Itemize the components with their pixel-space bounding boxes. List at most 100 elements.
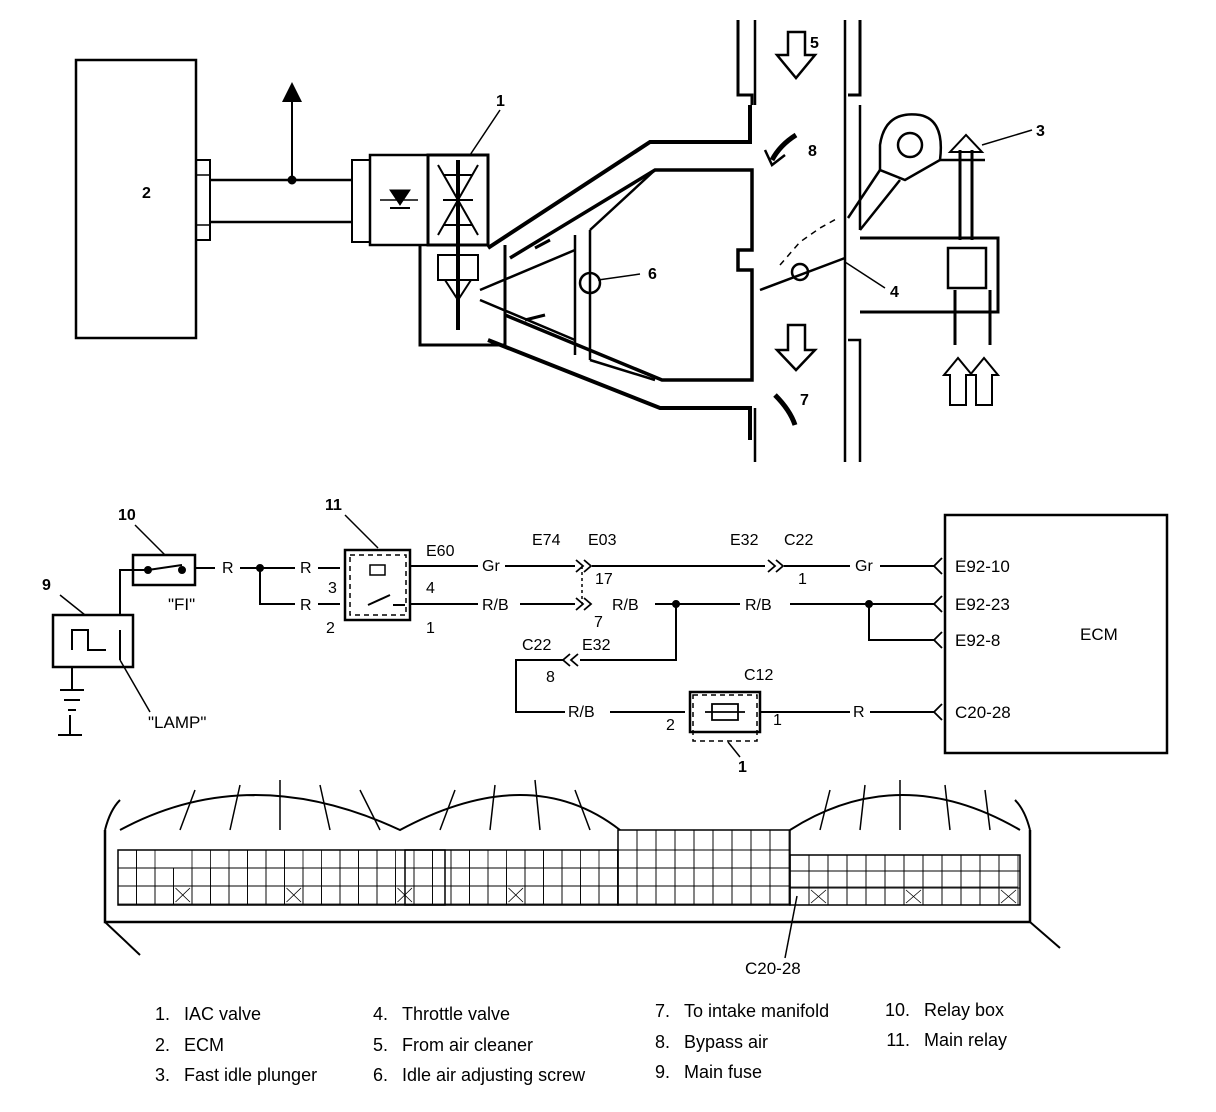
pin-cell [750, 867, 771, 887]
pin-cell [284, 849, 304, 869]
callout-5: 5 [810, 35, 819, 52]
term-2c: 2 [666, 717, 675, 734]
pin-cell [731, 885, 752, 905]
pin-cell-blank [905, 889, 922, 904]
pin-cell [191, 849, 211, 869]
term-1c: 1 [773, 712, 782, 729]
conn-e32-b: E32 [582, 637, 611, 654]
term-4: 4 [426, 580, 435, 597]
pin-cell [173, 867, 193, 887]
wire-r1: R [222, 560, 234, 577]
pin-cell [469, 849, 489, 869]
ecm-unit [943, 513, 1169, 755]
pin-cell [450, 867, 470, 887]
pin-cell [846, 870, 867, 888]
pin-cell [117, 867, 137, 887]
pin-cell [561, 867, 581, 887]
callout-4: 4 [890, 284, 899, 301]
pin-cell [524, 885, 544, 905]
pin-cell [302, 885, 322, 905]
pin-cell [674, 829, 695, 851]
pin-cell [321, 885, 341, 905]
pin-cell [846, 854, 867, 872]
legend-item-4: 4.Throttle valve [372, 1004, 511, 1024]
legend-item-2: 2.ECM [154, 1035, 224, 1055]
pin-cell [265, 849, 285, 869]
pin-cell [655, 849, 676, 869]
term-7: 7 [594, 614, 603, 631]
pin-cell [617, 867, 638, 887]
pin-cell [636, 885, 657, 905]
conn-e32-a: E32 [730, 532, 759, 549]
callout-6: 6 [648, 266, 657, 283]
pin-cell [247, 885, 267, 905]
pin-cell [865, 887, 886, 906]
pin-cell [998, 887, 1019, 906]
pin-cell [998, 854, 1019, 872]
pin-cell [617, 829, 638, 851]
pin-cell [750, 829, 771, 851]
pin-cell [358, 867, 378, 887]
pin-cell [922, 854, 943, 872]
main-relay [343, 548, 412, 622]
pin-cell [941, 854, 962, 872]
pin-cell [598, 885, 618, 905]
pin-cell [413, 885, 433, 905]
iac-connector [351, 159, 371, 243]
callout-1: 1 [496, 93, 505, 110]
pin-cell [432, 867, 452, 887]
ecm-pin-c20-28: C20-28 [955, 703, 1011, 722]
ecm-connector [195, 159, 211, 241]
pin-cell [750, 885, 771, 905]
pin-cell [712, 867, 733, 887]
term-8: 8 [546, 669, 555, 686]
pin-cell [210, 867, 230, 887]
pin-cell [598, 849, 618, 869]
pin-cell [693, 829, 714, 851]
pin-cell [674, 849, 695, 869]
pin-cell [789, 887, 810, 906]
pin-cell [941, 887, 962, 906]
pin-cell [808, 870, 829, 888]
pin-cell-blank [286, 887, 302, 903]
pin-cell [580, 867, 600, 887]
legend-item-10: 10.Relay box [884, 1000, 1005, 1020]
pin-cell [884, 854, 905, 872]
callout-3: 3 [1036, 123, 1045, 140]
pin-cell-blank [508, 887, 524, 903]
pin-cell [191, 867, 211, 887]
pin-cell [960, 870, 981, 888]
term-3: 3 [328, 580, 337, 597]
pin-cell [693, 867, 714, 887]
mechanical-section: 2 6 [74, 20, 1045, 462]
wire-rb1: R/B [482, 597, 509, 614]
pin-cell [561, 849, 581, 869]
pin-cell [487, 867, 507, 887]
legend-item-3: 3.Fast idle plunger [154, 1065, 318, 1085]
pin-cell [506, 867, 526, 887]
pin-cell [808, 854, 829, 872]
pin-cell [636, 867, 657, 887]
legend-item-5: 5.From air cleaner [372, 1035, 534, 1055]
pin-cell-blank [1000, 889, 1017, 904]
term-2: 2 [326, 620, 335, 637]
pin-cell [469, 885, 489, 905]
term-1b: 1 [798, 571, 807, 588]
pin-cell [750, 849, 771, 869]
wire-rb2: R/B [612, 597, 639, 614]
pin-cell [731, 867, 752, 887]
pin-cell [321, 849, 341, 869]
pin-cell [655, 829, 676, 851]
pin-cell [884, 870, 905, 888]
callout-1b: 1 [738, 759, 747, 776]
lamp-label: "LAMP" [148, 713, 206, 732]
pin-cell [376, 849, 396, 869]
pin-cell [580, 885, 600, 905]
ecm-pin-e92-8: E92-8 [955, 631, 1000, 650]
pin-cell [598, 867, 618, 887]
pin-cell-blank [175, 887, 191, 903]
pin-cell [827, 887, 848, 906]
conn-e60: E60 [426, 543, 455, 560]
pin-cell [506, 849, 526, 869]
callout-7: 7 [800, 392, 809, 409]
